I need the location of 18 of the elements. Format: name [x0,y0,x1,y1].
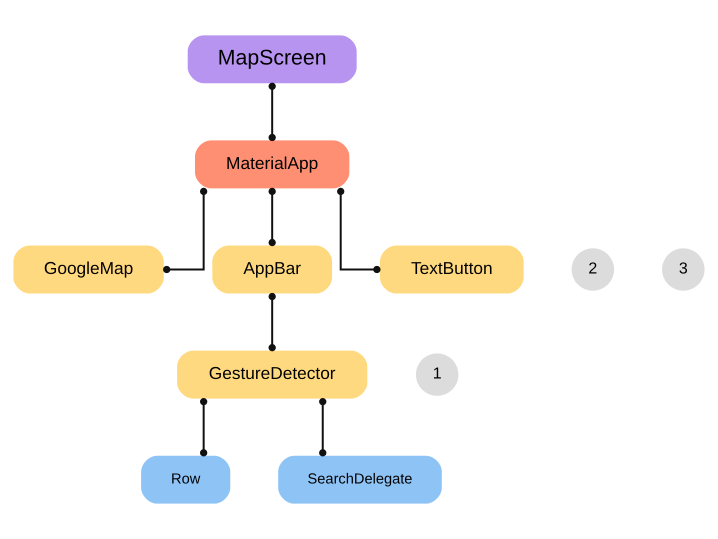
connector [268,82,276,142]
node-circle: 1 [416,353,458,396]
node-box: TextButton [380,246,524,294]
connector [200,398,208,456]
node-box: MapScreen [188,35,357,84]
node-box: Row [141,456,230,504]
connector [268,188,276,246]
node-circle: 3 [662,248,705,291]
connector [163,188,208,274]
node-box: GoogleMap [13,246,164,294]
connector [268,292,276,352]
node-box: SearchDelegate [278,456,442,504]
node-box: AppBar [212,246,332,294]
connector [319,398,326,456]
connector [337,188,381,274]
node-circle: 2 [572,248,614,291]
node-box: GestureDetector [177,350,368,399]
node-box: MaterialApp [195,140,350,188]
